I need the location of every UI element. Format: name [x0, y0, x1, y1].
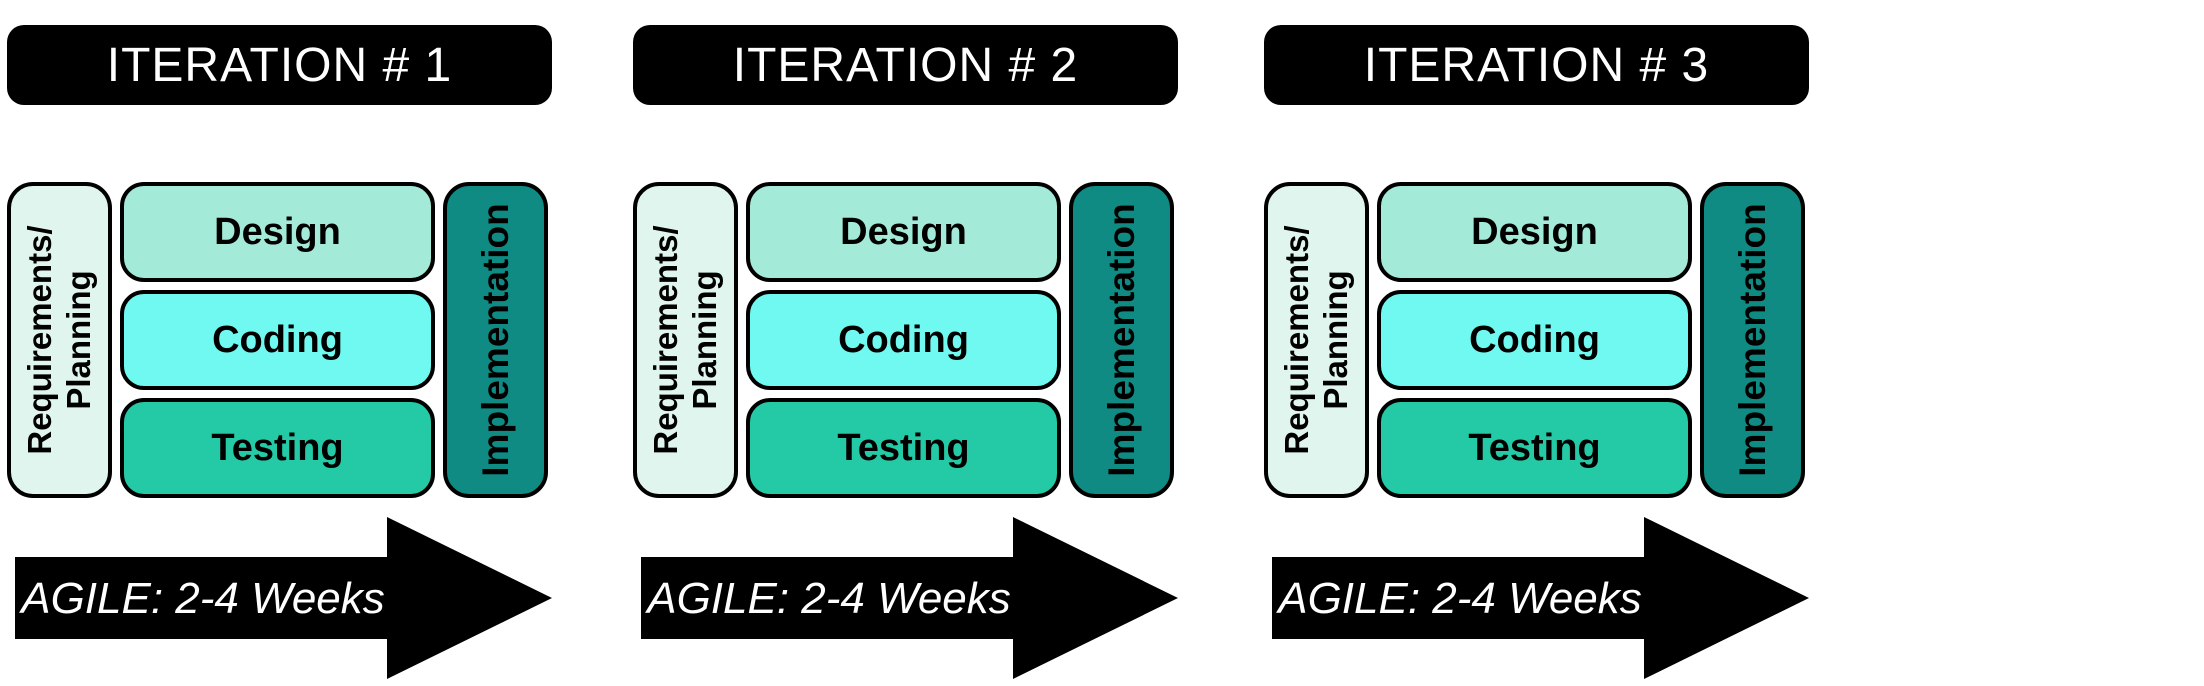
requirements-planning-box: Requirements/ Planning	[7, 182, 112, 498]
agile-arrow-label: AGILE: 2-4 Weeks	[644, 574, 1011, 623]
design-box: Design	[120, 182, 435, 282]
requirements-line: Requirements/	[20, 225, 58, 455]
agile-arrow: AGILE: 2-4 Weeks	[15, 517, 552, 679]
coding-label: Coding	[212, 318, 343, 361]
agile-arrow-label: AGILE: 2-4 Weeks	[1275, 574, 1642, 623]
agile-arrow-shape	[1272, 517, 1809, 679]
coding-box: Coding	[1377, 290, 1692, 390]
iteration-2-phase-row: Requirements/ Planning Design Coding Tes…	[633, 182, 1178, 498]
agile-arrow: AGILE: 2-4 Weeks	[641, 517, 1178, 679]
iteration-2-title: ITERATION # 2	[732, 38, 1079, 92]
iteration-2-header: ITERATION # 2	[633, 25, 1178, 105]
iteration-3-title: ITERATION # 3	[1363, 38, 1710, 92]
iteration-1-group: ITERATION # 1 Requirements/ Planning Des…	[7, 0, 552, 686]
design-label: Design	[1471, 210, 1598, 253]
testing-box: Testing	[1377, 398, 1692, 498]
coding-box: Coding	[120, 290, 435, 390]
agile-arrow-label: AGILE: 2-4 Weeks	[18, 574, 385, 623]
requirements-line: Requirements/	[1277, 225, 1315, 455]
testing-label: Testing	[211, 426, 344, 469]
requirements-planning-box: Requirements/ Planning	[1264, 182, 1369, 498]
coding-box: Coding	[746, 290, 1061, 390]
implementation-box: Implementation	[443, 182, 548, 498]
coding-label: Coding	[838, 318, 969, 361]
testing-label: Testing	[1468, 426, 1601, 469]
requirements-line: Requirements/	[646, 225, 684, 455]
design-box: Design	[1377, 182, 1692, 282]
implementation-label: Implementation	[474, 203, 516, 477]
implementation-label: Implementation	[1100, 203, 1142, 477]
testing-label: Testing	[837, 426, 970, 469]
implementation-box: Implementation	[1069, 182, 1174, 498]
planning-line: Planning	[1316, 270, 1354, 410]
agile-arrow-shape	[15, 517, 552, 679]
iteration-1-phase-row: Requirements/ Planning Design Coding Tes…	[7, 182, 552, 498]
requirements-planning-label: Requirements/ Planning	[647, 185, 725, 495]
planning-line: Planning	[685, 270, 723, 410]
requirements-planning-box: Requirements/ Planning	[633, 182, 738, 498]
design-box: Design	[746, 182, 1061, 282]
requirements-planning-label: Requirements/ Planning	[21, 185, 99, 495]
iteration-2-group: ITERATION # 2 Requirements/ Planning Des…	[633, 0, 1178, 686]
iteration-3-header: ITERATION # 3	[1264, 25, 1809, 105]
design-label: Design	[840, 210, 967, 253]
requirements-planning-label: Requirements/ Planning	[1278, 185, 1356, 495]
testing-box: Testing	[746, 398, 1061, 498]
iteration-1-title: ITERATION # 1	[106, 38, 453, 92]
iteration-3-phase-row: Requirements/ Planning Design Coding Tes…	[1264, 182, 1809, 498]
iteration-3-group: ITERATION # 3 Requirements/ Planning Des…	[1264, 0, 1809, 686]
agile-arrow-shape	[641, 517, 1178, 679]
design-label: Design	[214, 210, 341, 253]
planning-line: Planning	[59, 270, 97, 410]
agile-arrow: AGILE: 2-4 Weeks	[1272, 517, 1809, 679]
coding-label: Coding	[1469, 318, 1600, 361]
iteration-1-header: ITERATION # 1	[7, 25, 552, 105]
testing-box: Testing	[120, 398, 435, 498]
implementation-label: Implementation	[1731, 203, 1773, 477]
implementation-box: Implementation	[1700, 182, 1805, 498]
